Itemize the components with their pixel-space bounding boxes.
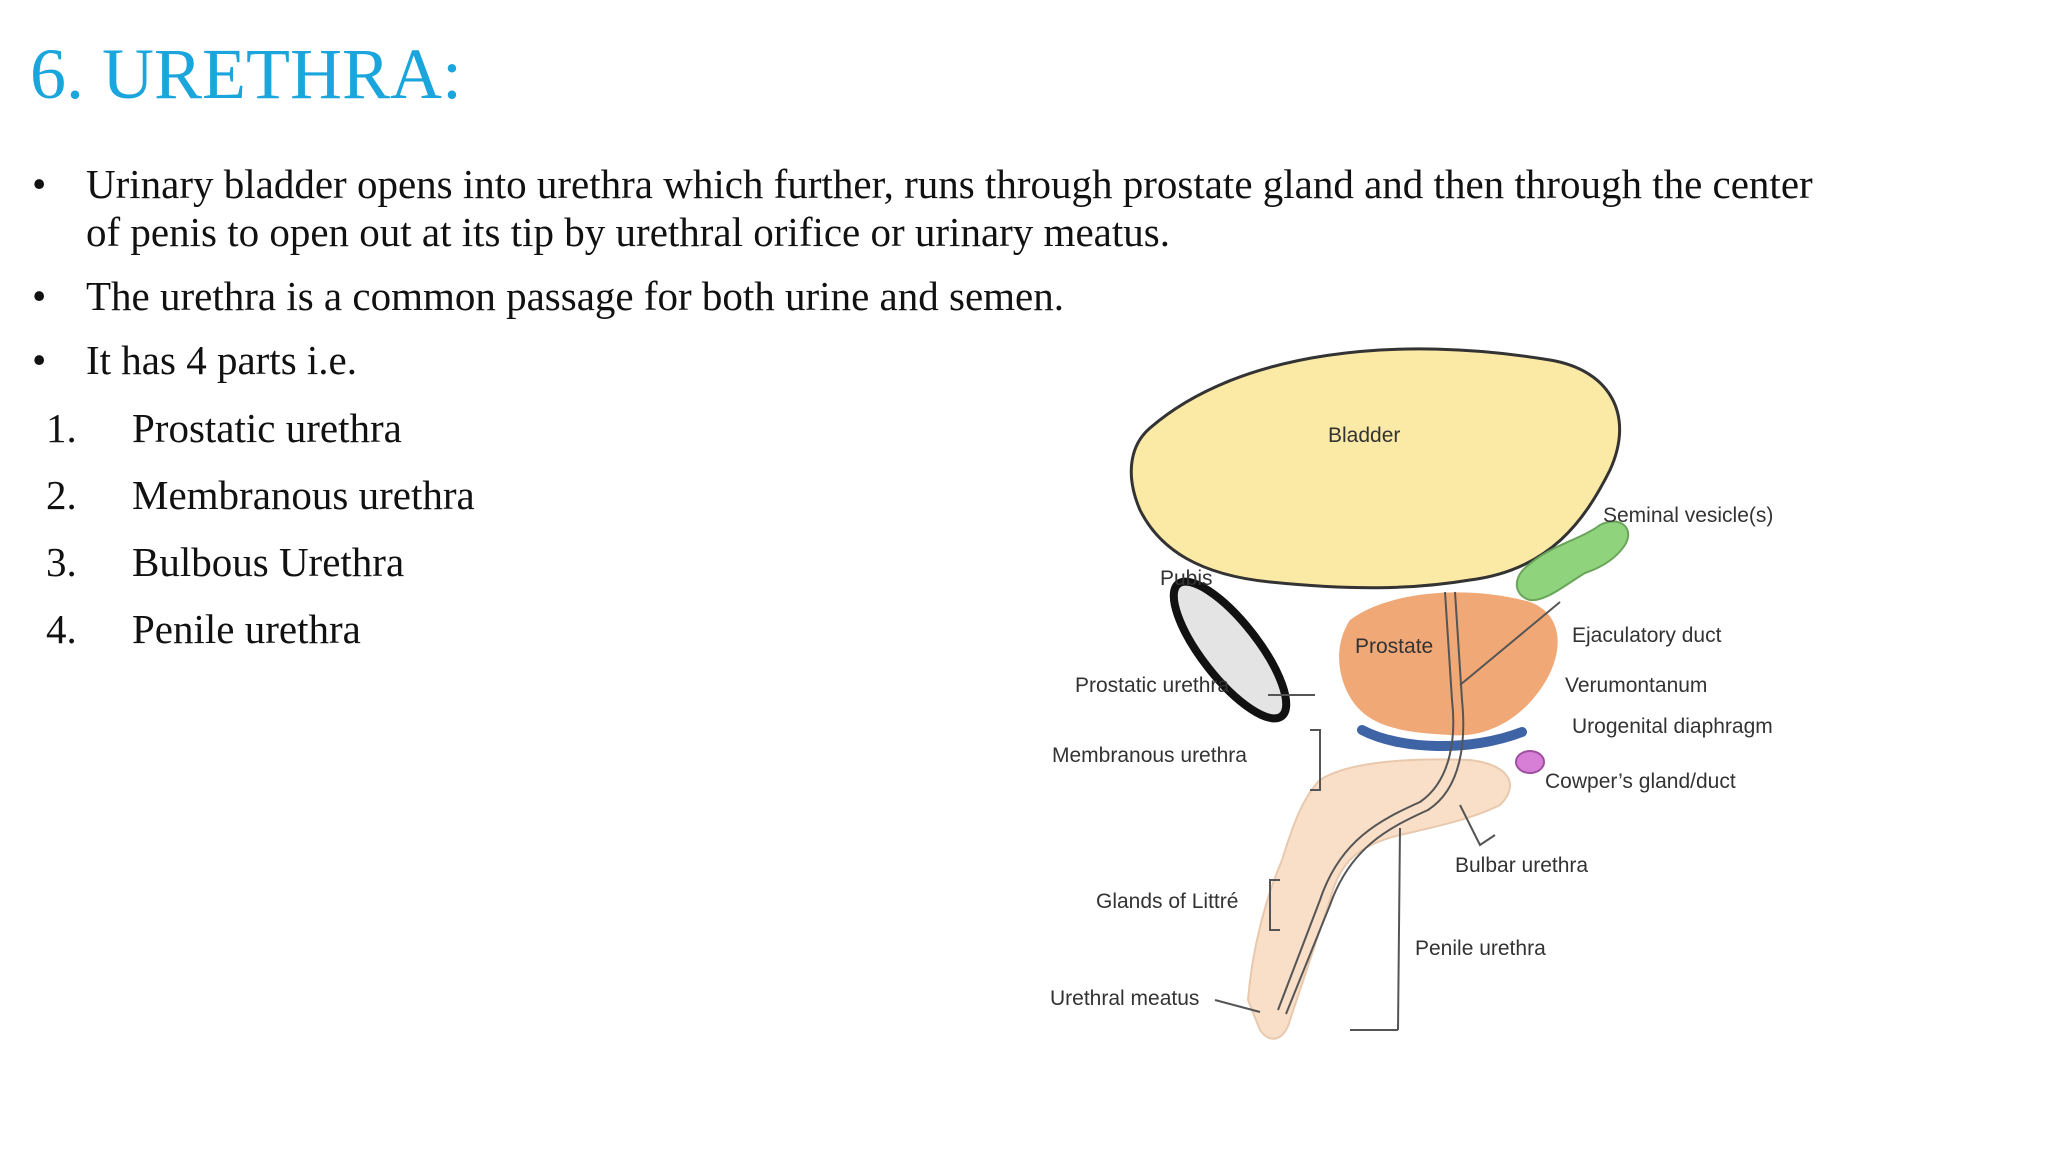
bullet-text: It has 4 parts i.e.: [86, 337, 357, 383]
ejaculatory-duct-line: [1459, 601, 1561, 686]
item-number: 1.: [46, 405, 77, 451]
item-label: Prostatic urethra: [132, 405, 402, 451]
label-prostate: Prostate: [1355, 635, 1433, 658]
item-number: 2.: [46, 472, 77, 518]
list-item: 4. Penile urethra: [46, 605, 475, 672]
list-item: 1. Prostatic urethra: [46, 404, 475, 471]
membranous-bracket: [1310, 729, 1321, 791]
item-number: 4.: [46, 606, 77, 652]
item-label: Membranous urethra: [132, 472, 475, 518]
label-ejaculatory-duct: Ejaculatory duct: [1572, 624, 1722, 647]
bullet-list: • Urinary bladder opens into urethra whi…: [30, 160, 1850, 384]
list-item: 2. Membranous urethra: [46, 471, 475, 538]
label-prostatic-urethra: Prostatic urethra: [1075, 674, 1229, 697]
bullet-item: • It has 4 parts i.e.: [30, 336, 1850, 384]
prostate-shape: [1339, 592, 1558, 736]
label-urogenital-diaphragm: Urogenital diaphragm: [1572, 715, 1773, 738]
bullet-item: • Urinary bladder opens into urethra whi…: [30, 160, 1850, 256]
bullet-symbol: •: [32, 273, 47, 319]
urethra-parts-list: 1. Prostatic urethra 2. Membranous urethra…: [46, 404, 475, 672]
label-urethral-meatus: Urethral meatus: [1050, 987, 1199, 1010]
label-cowpers-gland: Cowper’s gland/duct: [1545, 770, 1736, 793]
item-number: 3.: [46, 539, 77, 585]
label-glands-of-littre: Glands of Littré: [1096, 890, 1238, 913]
label-pubis: Pubis: [1160, 567, 1213, 590]
urethra-line: [1285, 591, 1465, 1015]
bullet-text: Urinary bladder opens into urethra which…: [86, 161, 1813, 255]
bullet-text: The urethra is a common passage for both…: [86, 273, 1064, 319]
pubis-bone: [1169, 577, 1291, 723]
label-seminal-vesicles: Seminal vesicle(s): [1603, 504, 1773, 527]
urethra-line: [1277, 591, 1455, 1011]
meatus-pointer: [1214, 999, 1261, 1013]
bulbar-bracket: [1459, 804, 1496, 847]
urethra-anatomy-diagram: Bladder Seminal vesicle(s) Pubis Prostat…: [1050, 347, 1773, 1040]
slide-title: 6. URETHRA:: [30, 34, 462, 114]
bullet-symbol: •: [32, 337, 47, 383]
label-penile-urethra: Penile urethra: [1415, 937, 1546, 960]
glands-bracket: [1269, 879, 1280, 931]
label-bladder: Bladder: [1328, 424, 1400, 447]
label-verumontanum: Verumontanum: [1565, 674, 1707, 697]
cowpers-gland-shape: [1515, 750, 1545, 774]
urogenital-diaphragm-shape: [1357, 725, 1527, 752]
list-item: 3. Bulbous Urethra: [46, 538, 475, 605]
label-bulbar-urethra: Bulbar urethra: [1455, 854, 1588, 877]
bullet-symbol: •: [32, 161, 47, 207]
penis-shape: [1246, 758, 1511, 1040]
penile-bracket: [1350, 827, 1401, 1031]
seminal-vesicle-shape: [1515, 520, 1630, 602]
item-label: Penile urethra: [132, 606, 361, 652]
label-membranous-urethra: Membranous urethra: [1052, 744, 1247, 767]
bullet-item: • The urethra is a common passage for bo…: [30, 272, 1850, 320]
item-label: Bulbous Urethra: [132, 539, 405, 585]
